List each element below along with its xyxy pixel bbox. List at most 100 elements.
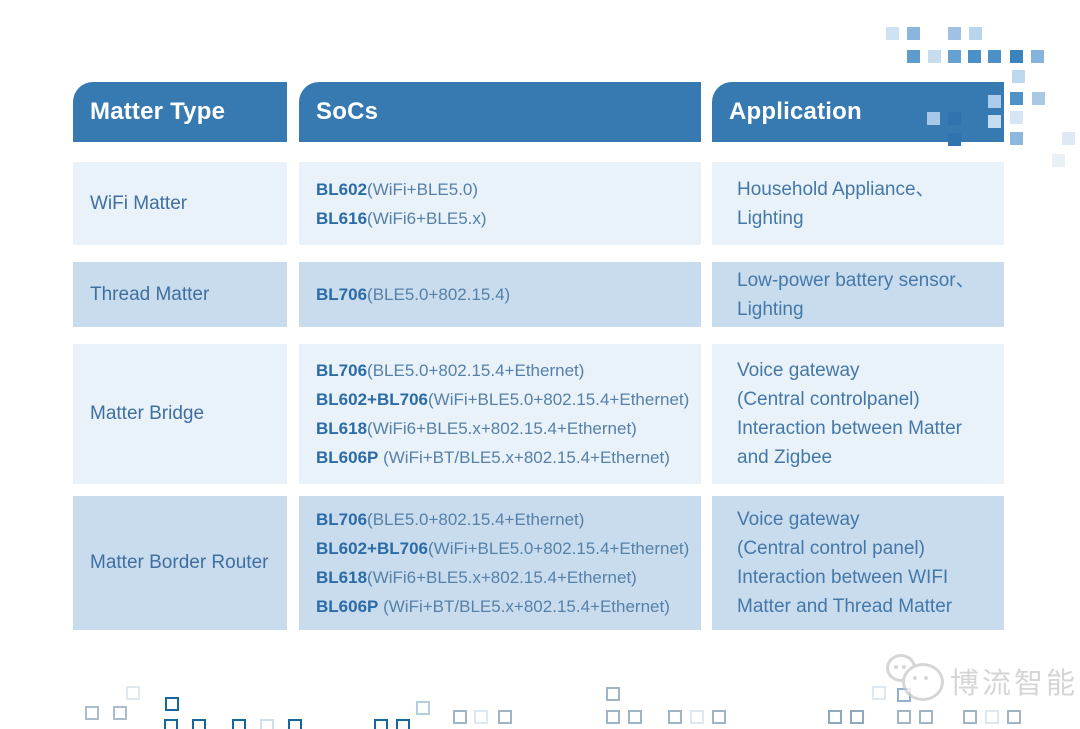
- decor-square: [872, 686, 886, 700]
- decor-square: [164, 719, 178, 729]
- application-text: Low-power battery sensor、 Lighting: [737, 269, 975, 320]
- column-header-matter-type: Matter Type: [73, 82, 287, 142]
- soc-chip-spec: (BLE5.0+802.15.4): [367, 285, 511, 304]
- decor-square: [988, 115, 1001, 128]
- soc-chip-spec: (BLE5.0+802.15.4+Ethernet): [367, 361, 585, 380]
- matter-type-label: WiFi Matter: [90, 192, 188, 214]
- decor-square: [416, 701, 430, 715]
- column-header-label: SoCs: [316, 98, 379, 125]
- application-text: Voice gateway (Central control panel) In…: [737, 509, 953, 617]
- socs-cell: BL602(WiFi+BLE5.0) BL616(WiFi6+BLE5.x): [299, 162, 701, 245]
- decor-square: [260, 719, 274, 729]
- soc-entry: BL606P (WiFi+BT/BLE5.x+802.15.4+Ethernet…: [316, 592, 701, 621]
- decor-square: [897, 710, 911, 724]
- decor-square: [668, 710, 682, 724]
- decor-square: [948, 27, 961, 40]
- decor-square: [928, 50, 941, 63]
- soc-entry: BL616(WiFi6+BLE5.x): [316, 204, 701, 233]
- decor-square: [606, 687, 620, 701]
- decor-square: [927, 112, 940, 125]
- soc-chip-spec: (WiFi+BT/BLE5.x+802.15.4+Ethernet): [378, 448, 670, 467]
- decor-square: [606, 710, 620, 724]
- decor-square: [850, 710, 864, 724]
- soc-chip-name: BL602+BL706: [316, 539, 428, 558]
- soc-chip-name: BL602: [316, 179, 368, 199]
- decor-square: [919, 710, 933, 724]
- matter-type-cell: WiFi Matter: [73, 162, 287, 245]
- decor-square: [232, 719, 246, 729]
- wechat-logo-icon: [880, 654, 944, 701]
- brand-watermark: 博流智能: [880, 652, 1075, 704]
- column-header-socs: SoCs: [299, 82, 701, 142]
- soc-entry: BL706(BLE5.0+802.15.4+Ethernet): [316, 505, 701, 534]
- soc-chip-name: BL606P: [316, 597, 379, 616]
- decor-square: [985, 710, 999, 724]
- matter-type-label: Matter Border Router: [90, 552, 269, 573]
- soc-chip-spec: (WiFi+BLE5.0+802.15.4+Ethernet): [427, 539, 690, 558]
- decor-square: [1052, 154, 1065, 167]
- decor-square: [85, 706, 99, 720]
- decor-square: [828, 710, 842, 724]
- soc-chip-spec: (WiFi6+BLE5.x): [367, 208, 487, 228]
- decor-square: [1010, 132, 1023, 145]
- decor-square: [712, 710, 726, 724]
- matter-type-cell: Thread Matter: [73, 262, 287, 327]
- application-text: Household Appliance、 Lighting: [737, 178, 935, 229]
- soc-chip-name: BL706: [316, 285, 368, 304]
- decor-square: [453, 710, 467, 724]
- soc-chip-name: BL606P: [316, 448, 379, 467]
- decor-square: [126, 686, 140, 700]
- column-header-application: Application: [712, 82, 1004, 146]
- decor-square: [498, 710, 512, 724]
- soc-entry: BL602+BL706(WiFi+BLE5.0+802.15.4+Etherne…: [316, 534, 701, 563]
- soc-chip-name: BL618: [316, 419, 368, 438]
- decor-square: [1012, 70, 1025, 83]
- soc-chip-spec: (WiFi+BLE5.0+802.15.4+Ethernet): [427, 390, 690, 409]
- soc-entry: BL618(WiFi6+BLE5.x+802.15.4+Ethernet): [316, 563, 701, 592]
- chat-bubble-big: [902, 663, 944, 701]
- soc-chip-spec: (BLE5.0+802.15.4+Ethernet): [367, 510, 585, 529]
- soc-chip-spec: (WiFi6+BLE5.x+802.15.4+Ethernet): [367, 419, 637, 438]
- decor-square: [988, 50, 1001, 63]
- soc-entry: BL706(BLE5.0+802.15.4+Ethernet): [316, 356, 701, 385]
- soc-chip-spec: (WiFi6+BLE5.x+802.15.4+Ethernet): [367, 568, 637, 587]
- soc-entry: BL602(WiFi+BLE5.0): [316, 175, 701, 204]
- soc-chip-name: BL602+BL706: [316, 390, 428, 409]
- decor-square: [1010, 50, 1023, 63]
- application-cell: Low-power battery sensor、 Lighting: [712, 262, 1004, 327]
- soc-entry: BL602+BL706(WiFi+BLE5.0+802.15.4+Etherne…: [316, 385, 701, 414]
- socs-cell: BL706(BLE5.0+802.15.4): [299, 262, 701, 327]
- decor-square: [396, 719, 410, 729]
- application-cell: Household Appliance、 Lighting: [712, 162, 1004, 245]
- decor-square: [1062, 132, 1075, 145]
- decor-square: [948, 112, 961, 125]
- decor-square: [690, 710, 704, 724]
- decor-square: [165, 697, 179, 711]
- column-header-label: Matter Type: [90, 98, 226, 125]
- decor-square: [1007, 710, 1021, 724]
- decor-square: [474, 710, 488, 724]
- matter-type-label: Thread Matter: [90, 283, 210, 305]
- decor-square: [113, 706, 127, 720]
- decor-square: [886, 27, 899, 40]
- socs-cell: BL706(BLE5.0+802.15.4+Ethernet) BL602+BL…: [299, 496, 701, 630]
- decor-square: [288, 719, 302, 729]
- decor-square: [192, 719, 206, 729]
- decor-square: [1031, 50, 1044, 63]
- decor-square: [907, 27, 920, 40]
- soc-entry: BL618(WiFi6+BLE5.x+802.15.4+Ethernet): [316, 414, 701, 443]
- soc-chip-spec: (WiFi+BT/BLE5.x+802.15.4+Ethernet): [378, 597, 670, 616]
- decor-square: [628, 710, 642, 724]
- decor-square: [907, 50, 920, 63]
- decor-square: [374, 719, 388, 729]
- decor-square: [969, 27, 982, 40]
- matter-type-cell: Matter Bridge: [73, 344, 287, 484]
- decor-square: [1010, 111, 1023, 124]
- soc-chip-name: BL706: [316, 361, 368, 380]
- soc-entry: BL706(BLE5.0+802.15.4): [316, 280, 701, 309]
- matter-type-label: Matter Bridge: [90, 403, 205, 424]
- soc-chip-spec: (WiFi+BLE5.0): [367, 179, 479, 199]
- soc-chip-name: BL706: [316, 510, 368, 529]
- application-cell: Voice gateway (Central controlpanel) Int…: [712, 344, 1004, 484]
